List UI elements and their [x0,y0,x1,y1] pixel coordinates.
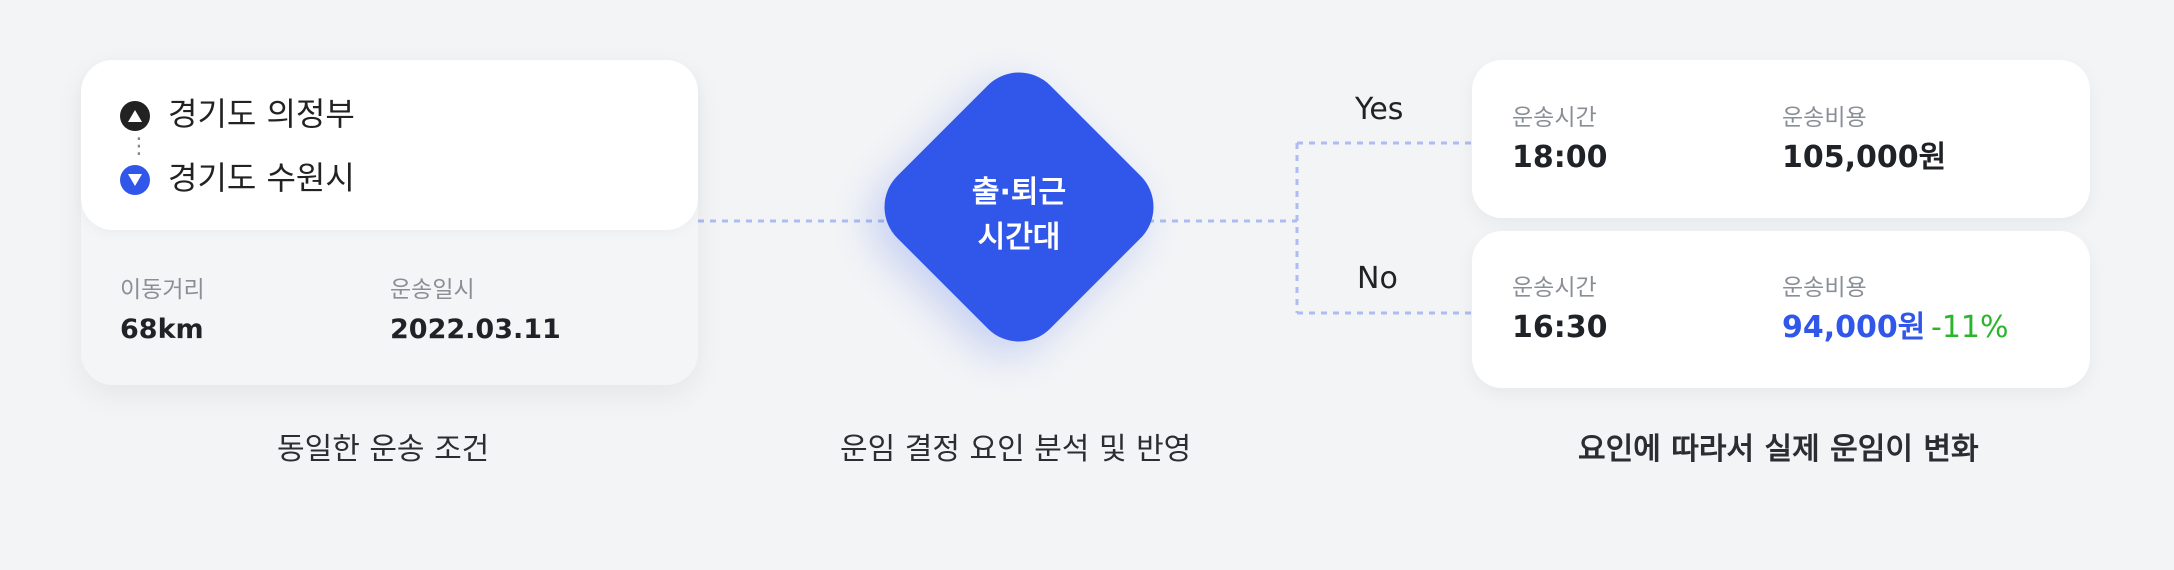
result-card-yes [1472,60,2090,218]
date-label: 운송일시 [390,277,475,303]
caption-left: 동일한 운송 조건 [277,432,490,467]
caption-center: 운임 결정 요인 분석 및 반영 [840,432,1192,467]
result-card-no [1472,231,2090,388]
destination-pin-icon [120,165,150,195]
caption-right: 요인에 따라서 실제 운임이 변화 [1578,432,1979,467]
no-discount-badge: -11% [1931,310,2009,345]
decision-text: 출·퇴근 시간대 [919,170,1119,260]
no-time-value: 16:30 [1512,310,1608,345]
route-dots: ⋮ [128,134,150,159]
distance-label: 이동거리 [120,277,205,303]
yes-cost-value: 105,000원 [1782,140,1947,175]
yes-cost-label: 운송비용 [1782,105,1867,131]
yes-time-value: 18:00 [1512,140,1608,175]
destination-text: 경기도 수원시 [168,159,355,197]
yes-time-label: 운송시간 [1512,105,1597,131]
date-value: 2022.03.11 [390,314,561,345]
branch-no-label: No [1357,261,1398,296]
no-time-label: 운송시간 [1512,275,1597,301]
branch-yes-label: Yes [1355,92,1404,127]
distance-value: 68km [120,314,204,345]
decision-line2: 시간대 [977,220,1061,255]
route-locations [81,60,698,230]
origin-pin-icon [120,101,150,131]
origin-text: 경기도 의정부 [168,95,355,133]
no-cost-value: 94,000원 [1782,310,1926,345]
decision-line1: 출·퇴근 [971,175,1067,210]
no-cost-label: 운송비용 [1782,275,1867,301]
